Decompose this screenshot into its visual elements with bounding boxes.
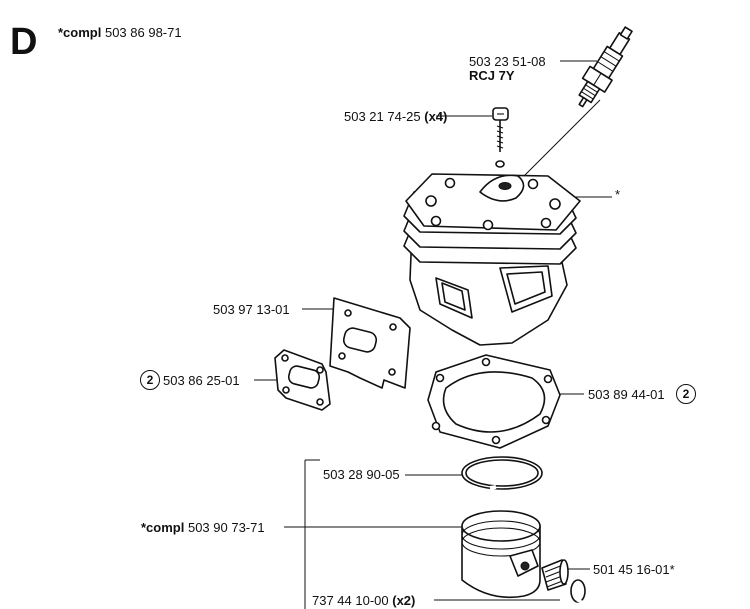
circlip-qty: (x2) [392,593,416,608]
spark-plug-number: 503 23 51-08 [469,54,546,69]
exhaust-gasket-badge: 2 [140,370,160,390]
cylinder-gasket-drawing [427,354,561,449]
piston-label: *compl 503 90 73-71 [141,520,265,535]
plate-number: 503 97 13-01 [213,302,290,317]
cylinder-gasket-badge: 2 [676,384,696,404]
piston-pin-number: 501 45 16-01* [593,562,675,577]
screw-label: 503 21 74-25 (x4) [344,109,447,124]
assembly-header-number: 503 86 98-71 [104,25,182,40]
circlip-drawing [570,579,586,604]
screw-drawing [492,107,509,152]
piston-ring-number: 503 28 90-05 [323,467,400,482]
cylinder-gasket-number: 503 89 44-01 [588,387,665,402]
assembly-header-prefix: *compl [58,25,102,40]
screw-qty: (x4) [424,109,448,124]
spark-plug-drawing [578,26,633,108]
piston-number: 503 90 73-71 [187,520,265,535]
screw-number: 503 21 74-25 [344,109,421,124]
circlip-number: 737 44 10-00 [312,593,389,608]
assembly-header: *compl 503 86 98-71 [58,25,182,40]
exhaust-gasket-number: 503 86 25-01 [163,373,240,388]
section-letter: D [10,21,38,63]
plate-drawing [329,297,411,389]
spark-plug-sub: RCJ 7Y [469,68,515,83]
cylinder-drawing [403,160,581,346]
exhaust-gasket-drawing [274,349,331,411]
piston-prefix: *compl [141,520,185,535]
cylinder-mark: * [615,187,621,202]
piston-drawing [461,510,541,599]
circlip-label: 737 44 10-00 (x2) [312,593,415,608]
piston-ring-drawing [461,456,543,490]
leader-lines [254,60,612,609]
piston-pin-drawing [541,559,569,591]
